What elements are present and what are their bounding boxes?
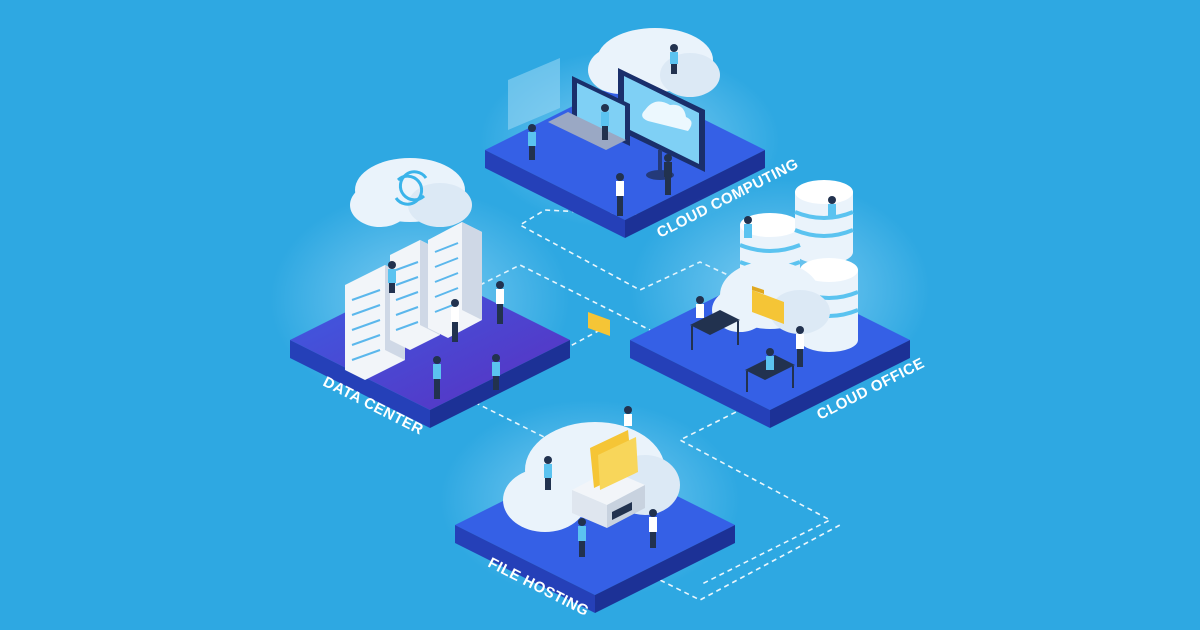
person-figure — [828, 196, 836, 218]
person-figure — [649, 509, 657, 548]
person-figure — [664, 154, 672, 195]
platform-file-hosting: FILE HOSTING — [440, 400, 740, 620]
person-figure — [670, 44, 678, 74]
sync-cloud-icon — [350, 158, 472, 227]
platform-cloud-office: CLOUD OFFICE — [630, 180, 930, 428]
person-figure — [451, 299, 459, 342]
server-rack-icon — [345, 222, 482, 380]
file-cabinet-icon — [572, 430, 645, 528]
person-figure — [433, 356, 441, 399]
person-figure — [766, 348, 774, 370]
person-figure — [578, 518, 586, 557]
monitor-cloud-icon — [618, 68, 705, 180]
person-figure — [744, 216, 752, 238]
person-figure — [624, 406, 632, 426]
person-figure — [496, 281, 504, 324]
person-figure — [492, 354, 500, 390]
laptop-icon — [548, 76, 630, 337]
person-figure — [388, 261, 396, 293]
person-figure — [616, 173, 624, 216]
person-figure — [528, 124, 536, 160]
person-figure — [601, 104, 609, 140]
platform-data-center: DATA CENTER — [270, 158, 570, 439]
person-figure — [544, 456, 552, 490]
person-figure — [696, 296, 704, 318]
person-figure — [796, 326, 804, 367]
